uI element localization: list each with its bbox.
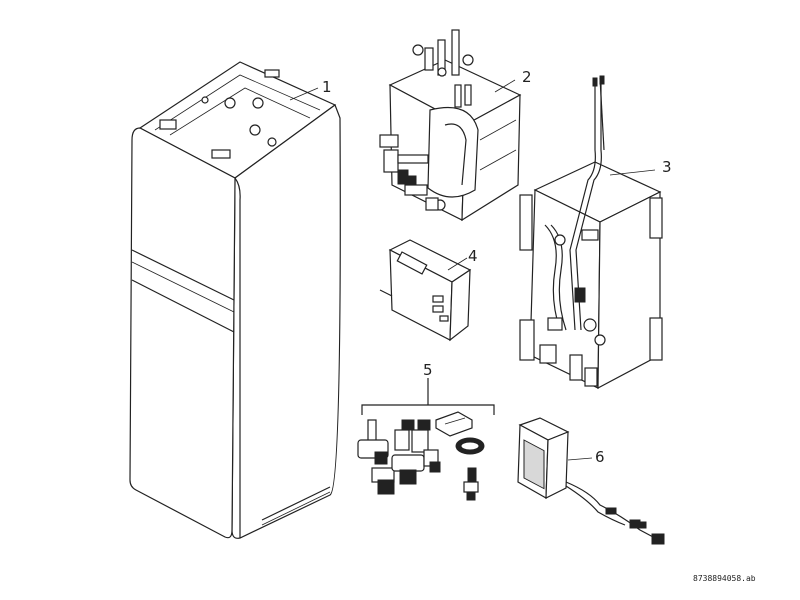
- part-1-cabinet: [129, 61, 341, 539]
- reference-code: 8738894058.ab: [693, 574, 756, 583]
- part-4-control-module: [379, 239, 472, 342]
- part-3-heater-module: [519, 75, 663, 390]
- part-2-hydraulic-module: [379, 29, 522, 222]
- callout-1: 1: [322, 78, 332, 96]
- part-5-valve-kit: [357, 378, 495, 501]
- callout-3: 3: [662, 158, 672, 176]
- part-6-room-controller: [517, 417, 665, 545]
- callout-2: 2: [522, 68, 532, 86]
- callout-4: 4: [468, 247, 478, 265]
- callout-5: 5: [423, 361, 433, 379]
- callout-6: 6: [595, 448, 605, 466]
